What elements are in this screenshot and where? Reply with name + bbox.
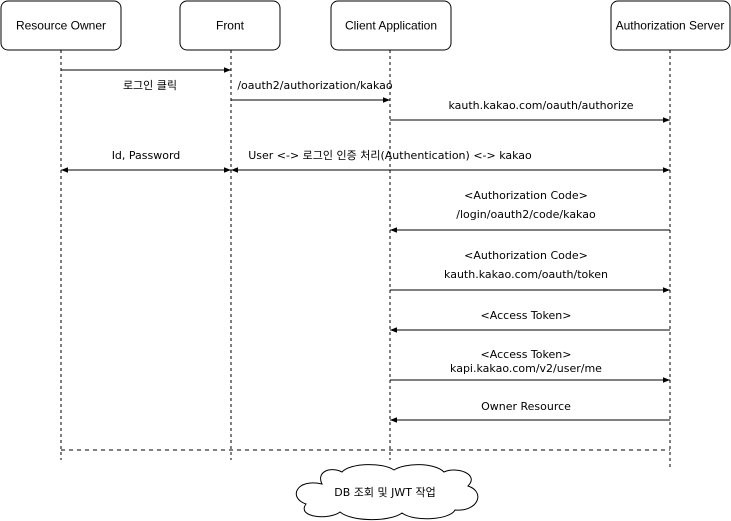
message-owner-resource: Owner Resource (390, 400, 670, 423)
actor-client-application: Client Application (330, 0, 452, 51)
message-sublabel: kauth.kakao.com/oauth/token (444, 268, 608, 281)
message-id-password: Id, Password (61, 149, 231, 173)
message-sublabel: /login/oauth2/code/kakao (456, 208, 596, 221)
message-label: <Access Token> (481, 309, 572, 322)
message-token-request: <Authorization Code> kauth.kakao.com/oau… (390, 249, 670, 293)
actor-front: Front (179, 0, 281, 51)
message-login-click: 로그인 클릭 (61, 67, 231, 92)
message-authorization-code-redirect: <Authorization Code> /login/oauth2/code/… (390, 189, 670, 233)
message-label: <Access Token> (481, 348, 572, 361)
message-label: <Authorization Code> (464, 249, 588, 262)
actor-label: Client Application (345, 19, 437, 33)
actor-authorization-server: Authorization Server (610, 0, 731, 51)
actor-label: Authorization Server (616, 19, 725, 33)
message-kakao-authorize: kauth.kakao.com/oauth/authorize (390, 99, 670, 123)
message-oauth2-authorization: /oauth2/authorization/kakao (231, 79, 393, 103)
message-label: kauth.kakao.com/oauth/authorize (448, 99, 633, 112)
message-access-token: <Access Token> (390, 309, 670, 333)
cloud-note: DB 조회 및 JWT 작업 (295, 464, 479, 521)
message-label: 로그인 클릭 (123, 79, 177, 92)
message-label: Owner Resource (481, 400, 571, 413)
message-sublabel: kapi.kakao.com/v2/user/me (450, 362, 602, 375)
actor-resource-owner: Resource Owner (0, 0, 122, 51)
message-label: /oauth2/authorization/kakao (237, 79, 393, 92)
message-authentication: User <-> 로그인 인증 처리(Authentication) <-> k… (231, 149, 670, 173)
message-label: <Authorization Code> (464, 189, 588, 202)
cloud-shape (295, 464, 479, 521)
message-label: User <-> 로그인 인증 처리(Authentication) <-> k… (248, 149, 532, 162)
actor-label: Resource Owner (16, 19, 106, 33)
message-user-info-request: <Access Token> kapi.kakao.com/v2/user/me (390, 348, 670, 383)
message-label: Id, Password (112, 149, 181, 162)
actor-label: Front (216, 19, 245, 33)
note-label: DB 조회 및 JWT 작업 (334, 486, 435, 499)
